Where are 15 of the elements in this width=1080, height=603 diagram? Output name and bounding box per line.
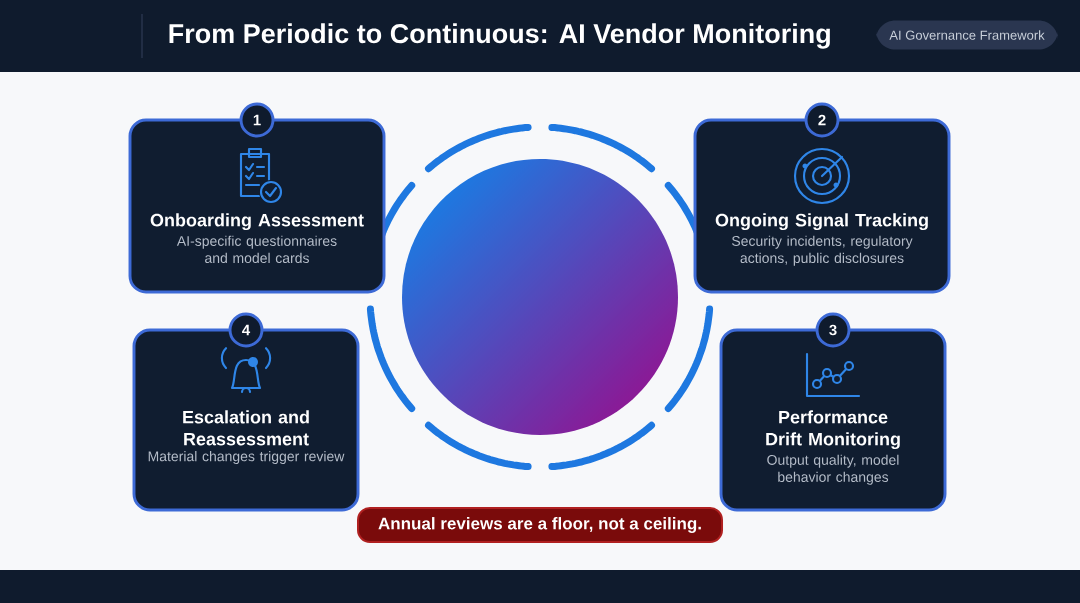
- card-title: Performance Drift Monitoring: [766, 410, 900, 450]
- card-description: Material changes trigger review: [148, 451, 345, 465]
- card-title: Escalation and Reassessment: [183, 410, 309, 446]
- card-title: Ongoing Signal Tracking: [715, 213, 928, 231]
- callout-banner: Annual reviews are a floor, not a ceiling.: [357, 507, 723, 543]
- number-badge: 1: [239, 102, 275, 138]
- card-description: Security incidents, regulatory actions, public disclosures: [732, 235, 913, 266]
- card-description: AI-specific questionnaires and model cards: [176, 235, 337, 264]
- number-badge: 4: [228, 312, 264, 348]
- card-description: Output quality, model behavior changes: [767, 454, 899, 485]
- number-badge: 2: [804, 102, 840, 138]
- card-title: Onboarding Assessment: [150, 213, 364, 231]
- number-badge: 3: [815, 312, 851, 348]
- title: From Periodic to Continuous: AI Vendor Monitoring: [169, 23, 830, 49]
- tag-pill: AI Governance Framework: [876, 20, 1058, 50]
